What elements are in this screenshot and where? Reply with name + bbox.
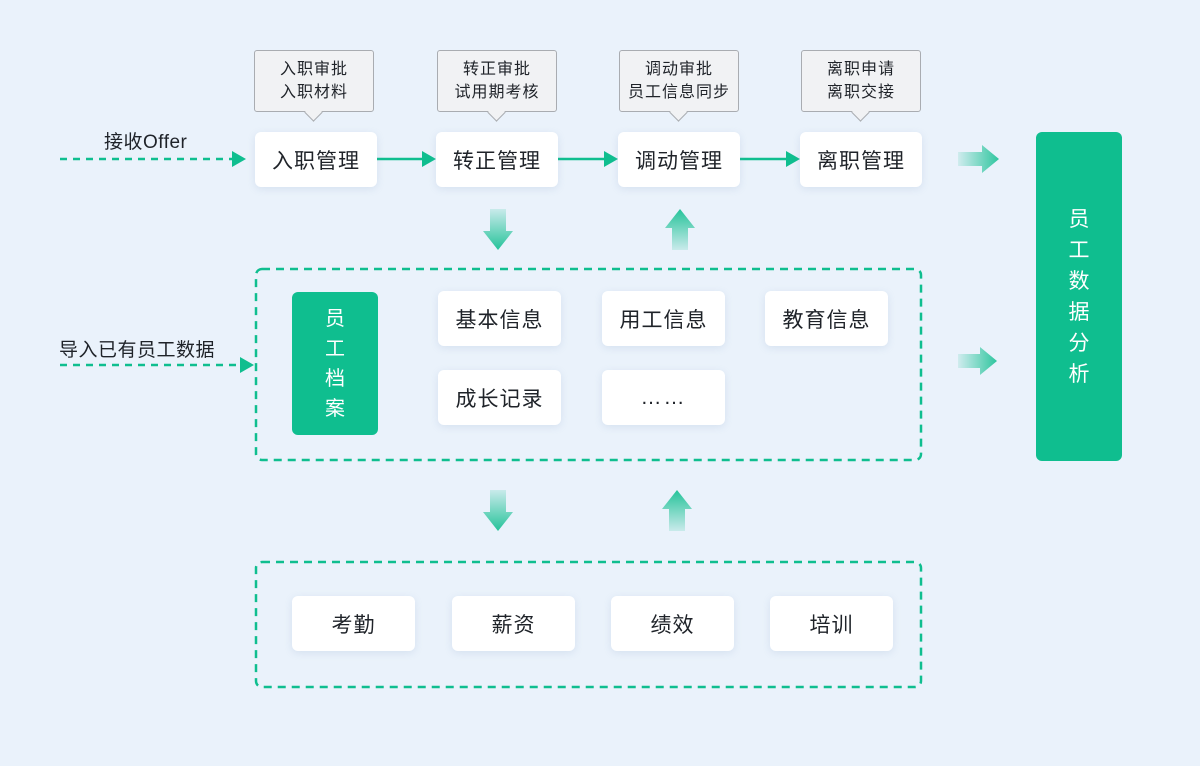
step-resignation: 离职管理 bbox=[800, 132, 922, 187]
archive-item-basic-info: 基本信息 bbox=[438, 291, 561, 346]
employee-archive-block: 员 工 档 案 bbox=[292, 292, 378, 435]
note-onboarding: 入职审批 入职材料 bbox=[254, 50, 374, 112]
arrow-up-to-transfer bbox=[665, 209, 695, 250]
offer-label: 接收Offer bbox=[104, 132, 188, 153]
archive-item-employment-info: 用工信息 bbox=[602, 291, 725, 346]
arrow-up-to-archive bbox=[662, 490, 692, 531]
arrow-down-to-modules bbox=[483, 490, 513, 531]
note-resignation: 离职申请 离职交接 bbox=[801, 50, 921, 112]
arrow-down-to-archive bbox=[483, 209, 513, 250]
archive-item-growth-record: 成长记录 bbox=[438, 370, 561, 425]
modules-dashed-frame bbox=[254, 560, 923, 689]
module-training: 培训 bbox=[770, 596, 893, 651]
note-regularization: 转正审批 试用期考核 bbox=[437, 50, 557, 112]
module-performance: 绩效 bbox=[611, 596, 734, 651]
arrow-to-analysis-mid bbox=[958, 347, 997, 375]
archive-dashed-frame bbox=[254, 267, 923, 462]
archive-item-more: …… bbox=[602, 370, 725, 425]
module-salary: 薪资 bbox=[452, 596, 575, 651]
employee-data-analysis-block: 员 工 数 据 分 析 bbox=[1036, 132, 1122, 461]
step-onboarding: 入职管理 bbox=[255, 132, 377, 187]
arrow-to-analysis-top bbox=[958, 145, 999, 173]
import-arrowhead bbox=[240, 357, 254, 373]
module-attendance: 考勤 bbox=[292, 596, 415, 651]
offer-arrowhead bbox=[232, 151, 246, 167]
step-regularization: 转正管理 bbox=[436, 132, 558, 187]
archive-item-education-info: 教育信息 bbox=[765, 291, 888, 346]
import-data-label: 导入已有员工数据 bbox=[59, 340, 216, 361]
note-transfer: 调动审批 员工信息同步 bbox=[619, 50, 739, 112]
step-transfer: 调动管理 bbox=[618, 132, 740, 187]
